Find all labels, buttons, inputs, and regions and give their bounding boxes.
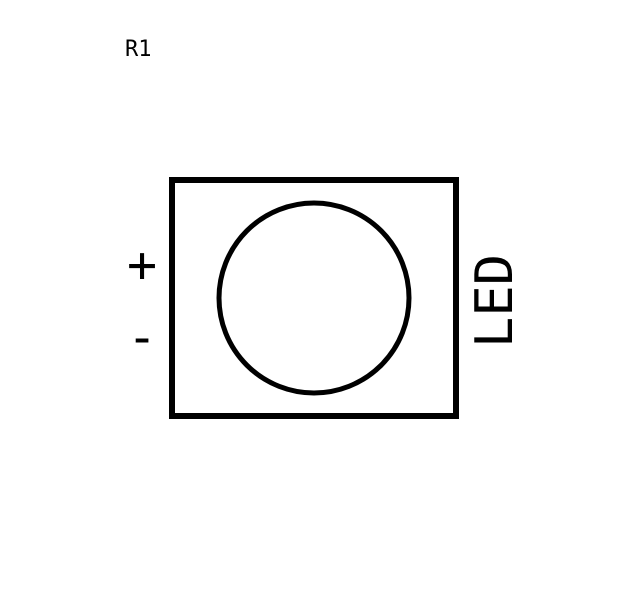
package-outline [169,177,459,419]
lens-outline [216,200,412,396]
reference-designator: R1 [125,37,152,62]
component-value-label: LED [465,254,525,348]
cathode-pin-label: - [127,308,157,366]
anode-pin-label: + [127,236,157,294]
